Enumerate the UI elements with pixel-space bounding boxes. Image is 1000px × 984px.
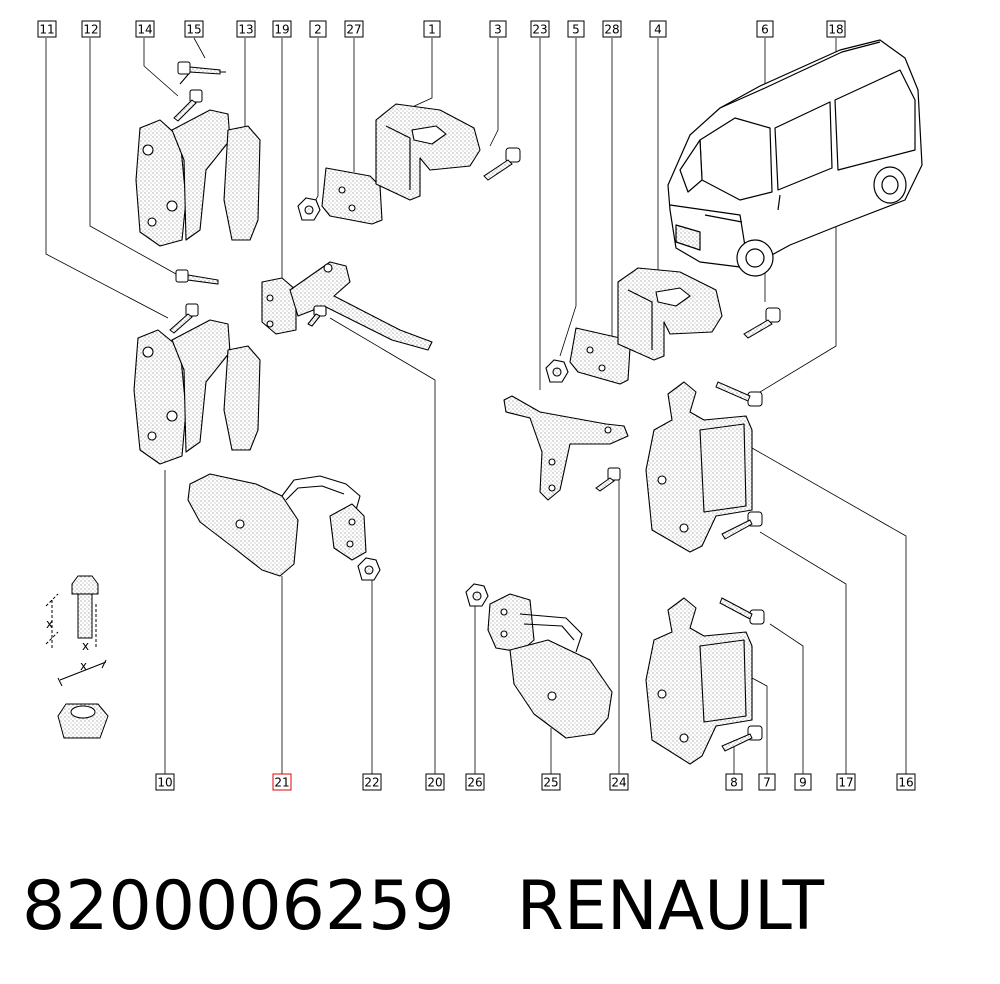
bolt-14 [173,89,203,122]
plate-27 [321,167,383,225]
part-label-27: 27 [344,20,364,38]
dimension-labels: x x x [46,617,89,673]
svg-text:15: 15 [186,23,201,37]
svg-text:22: 22 [364,776,379,790]
svg-text:4: 4 [654,23,662,37]
part-label-10: 10 [155,773,175,791]
svg-text:16: 16 [898,776,913,790]
svg-text:8: 8 [730,776,738,790]
bolt-9 [719,597,765,625]
part-label-7: 7 [758,773,776,791]
dimension-x-label: x [80,659,87,673]
outer-handle-1 [375,103,481,201]
part-label-25: 25 [541,773,561,791]
part-label-3: 3 [489,20,507,38]
bolt-18 [715,381,763,407]
part-label-20: 20 [425,773,445,791]
nut-26 [465,583,489,607]
inner-handle-25 [487,593,613,739]
svg-text:17: 17 [838,776,853,790]
svg-text:6: 6 [761,23,769,37]
svg-text:12: 12 [83,23,98,37]
nut-22 [357,557,381,581]
screw-3 [483,147,521,181]
svg-text:27: 27 [346,23,361,37]
part-label-6: 6 [756,20,774,38]
dimension-bolt-icon [45,575,107,687]
part-label-22: 22 [362,773,382,791]
hinge-upper-right [645,381,753,553]
svg-text:9: 9 [799,776,807,790]
bolt-12 [175,269,219,285]
brand-name: RENAULT [516,867,825,946]
svg-text:25: 25 [543,776,558,790]
part-label-16: 16 [896,773,916,791]
svg-text:23: 23 [532,23,547,37]
check-strap-23 [503,395,629,501]
svg-text:11: 11 [39,23,54,37]
part-caption: 8200006259 RENAULT [22,862,922,952]
part-label-11: 11 [37,20,57,38]
nut-5 [545,359,569,383]
part-number: 8200006259 [22,867,455,946]
part-label-19: 19 [272,20,292,38]
outer-handle-4 [617,267,723,361]
hinge-lower-left [133,319,261,465]
leader-lines [45,37,907,774]
part-label-23: 23 [530,20,550,38]
part-label-4: 4 [649,20,667,38]
check-strap-19 [261,261,433,351]
part-label-18: 18 [826,20,846,38]
bolt-11 [169,303,199,334]
nut-2 [297,197,321,221]
svg-text:26: 26 [467,776,482,790]
part-label-24: 24 [609,773,629,791]
part-label-15: 15 [184,20,204,38]
part-label-26: 26 [465,773,485,791]
part-label-21: 21 [272,773,292,791]
svg-text:20: 20 [427,776,442,790]
svg-text:5: 5 [572,23,580,37]
svg-text:3: 3 [494,23,502,37]
hinge-lower-right [645,597,753,765]
part-label-13: 13 [236,20,256,38]
van-illustration [667,39,923,277]
part-label-8: 8 [725,773,743,791]
dimension-nut-icon [57,703,109,739]
part-labels: 11 12 14 15 13 19 2 27 1 3 23 5 28 4 6 1… [37,20,916,791]
svg-text:10: 10 [157,776,172,790]
svg-text:7: 7 [763,776,771,790]
hinge-upper-left [135,69,261,247]
bolt-17 [721,511,763,540]
part-label-14: 14 [135,20,155,38]
dimension-x-label: x [82,639,89,653]
svg-text:18: 18 [828,23,843,37]
svg-text:28: 28 [604,23,619,37]
part-label-28: 28 [602,20,622,38]
part-label-2: 2 [309,20,327,38]
bolt-24 [595,467,621,492]
part-label-9: 9 [794,773,812,791]
svg-text:2: 2 [314,23,322,37]
dimension-x-label: x [46,617,53,631]
part-label-17: 17 [836,773,856,791]
svg-text:21: 21 [274,776,289,790]
inner-handle-21 [187,473,367,577]
svg-text:13: 13 [238,23,253,37]
svg-text:1: 1 [428,23,436,37]
screw-6 [743,307,781,339]
svg-text:14: 14 [137,23,152,37]
bolt-15 [177,61,221,75]
svg-text:19: 19 [274,23,289,37]
bolt-8 [721,725,763,752]
part-label-5: 5 [567,20,585,38]
part-label-1: 1 [423,20,441,38]
svg-text:24: 24 [611,776,626,790]
part-label-12: 12 [81,20,101,38]
